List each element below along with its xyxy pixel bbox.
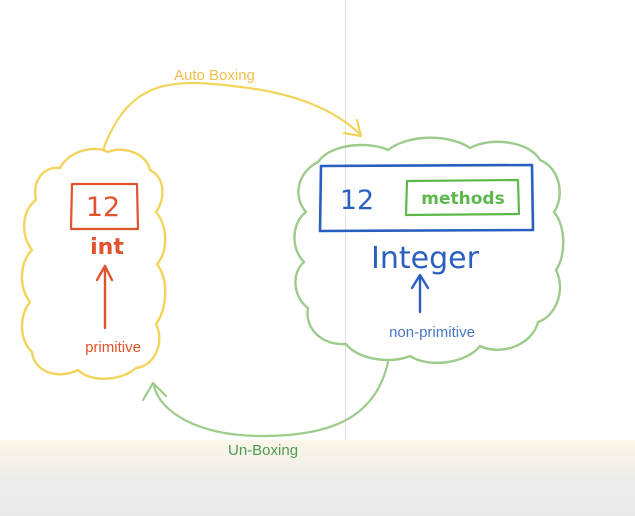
primitive-cloud — [20, 147, 167, 380]
un-boxing-label: Un-Boxing — [228, 442, 299, 459]
primitive-value-text: 12 — [86, 192, 120, 223]
primitive-type-text: int — [90, 235, 124, 260]
un-boxing-arrow — [152, 360, 390, 438]
primitive-caption: primitive — [85, 339, 141, 356]
auto-boxing-arrowhead — [342, 118, 363, 138]
object-caption: non-primitive — [389, 324, 475, 341]
methods-text: methods — [421, 189, 504, 209]
object-value-text: 12 — [340, 185, 374, 216]
auto-boxing-label: Auto Boxing — [174, 67, 255, 84]
methods-box — [404, 178, 521, 217]
object-up-arrowhead — [410, 273, 430, 290]
un-boxing-arrowhead — [141, 381, 168, 402]
object-box — [318, 163, 535, 233]
object-type-text: Integer — [371, 241, 480, 276]
primitive-value-box — [69, 182, 140, 231]
primitive-up-arrowhead — [95, 264, 114, 282]
object-cloud — [293, 136, 565, 365]
auto-boxing-arrow — [101, 81, 362, 152]
